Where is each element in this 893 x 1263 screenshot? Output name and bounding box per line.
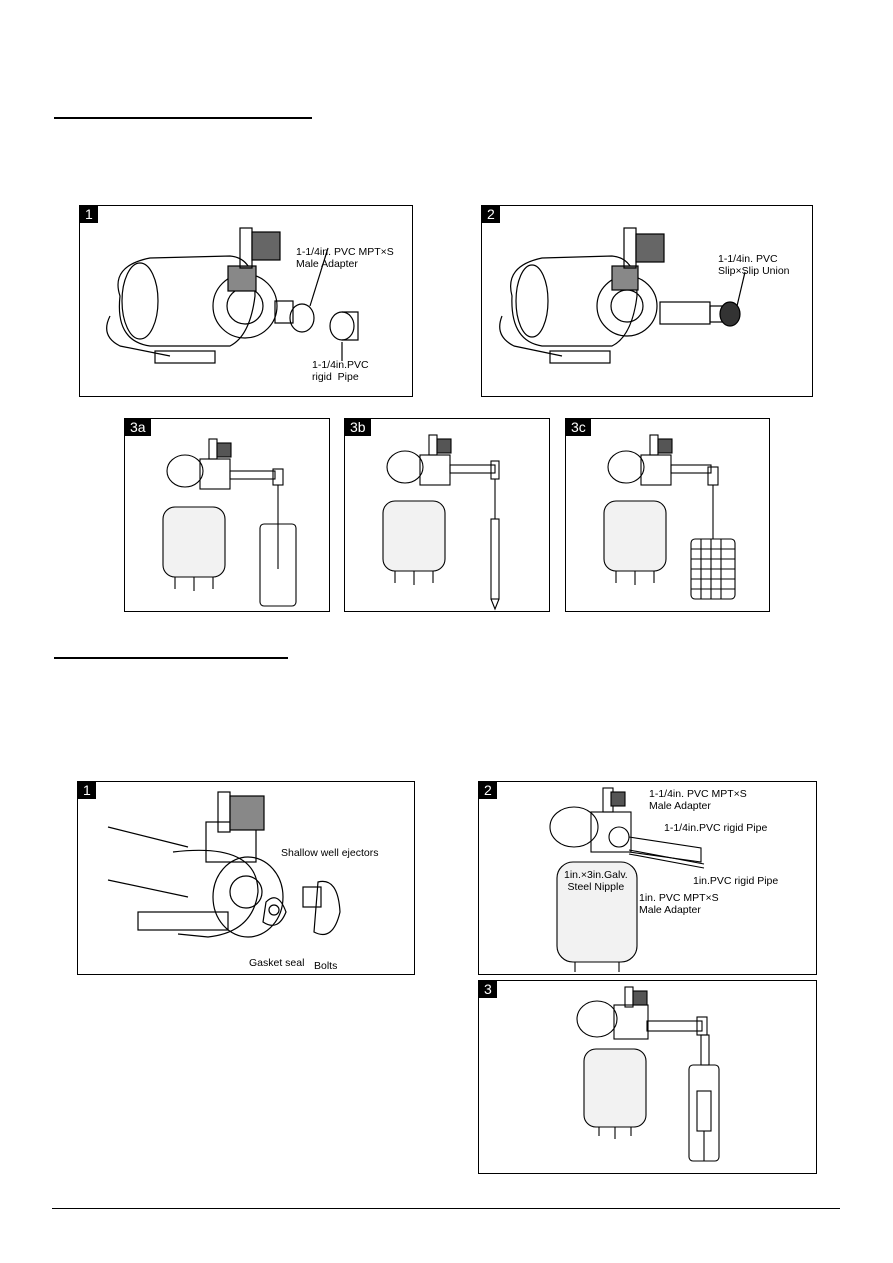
pump-tank-illustration (576, 986, 720, 1162)
pump-illustration (499, 227, 746, 364)
figure-badge: 3b (345, 419, 371, 436)
figure-badge: 1 (80, 206, 98, 223)
figure-badge: 3c (566, 419, 591, 436)
s1-figure-1: 1 1-1/4in. PVC MPT×S Male Adapter 1-1/4i… (79, 205, 413, 397)
pump-tank-illustration (162, 438, 297, 607)
s1-figure-2: 2 1-1/4in. PVC Slip×Slip Union (481, 205, 813, 397)
s1-figure-3c: 3c (565, 418, 770, 612)
s1-figure-3b: 3b (344, 418, 550, 612)
pump-tank-illustration (382, 434, 500, 611)
s2-figure-2: 2 1-1/4in. PVC MPT×S Male Adapter 1-1/4i… (478, 781, 817, 975)
s2-figure-1: 1 Shallow well ejectors Gasket seal Bolt… (77, 781, 415, 975)
figure-badge: 3a (125, 419, 151, 436)
label-pipe-small: 1in.PVC rigid Pipe (693, 875, 779, 887)
pump-illustration (106, 227, 359, 364)
figure-badge: 2 (482, 206, 500, 223)
label-gasket-seal: Gasket seal (249, 957, 305, 969)
label-pipe-large: 1-1/4in.PVC rigid Pipe (664, 822, 768, 834)
label-adapter-top: 1-1/4in. PVC MPT×S Male Adapter (649, 788, 747, 812)
pump-tank-illustration (603, 434, 736, 600)
figure-badge: 1 (78, 782, 96, 799)
s1-figure-3a: 3a (124, 418, 330, 612)
section2-heading-rule (54, 657, 288, 659)
section1-heading-rule (54, 117, 312, 119)
label-shallow-well-ejectors: Shallow well ejectors (281, 847, 379, 859)
footer-rule (52, 1208, 840, 1209)
figure-badge: 2 (479, 782, 497, 799)
s2-figure-3: 3 (478, 980, 817, 1174)
label-adapter-small: 1in. PVC MPT×S Male Adapter (639, 892, 719, 916)
label-male-adapter: 1-1/4in. PVC MPT×S Male Adapter (296, 246, 394, 270)
label-bolts: Bolts (314, 960, 338, 972)
label-nipple: 1in.×3in.Galv. Steel Nipple (564, 869, 628, 893)
ejector-illustration (107, 791, 341, 938)
label-slip-union: 1-1/4in. PVC Slip×Slip Union (718, 253, 790, 277)
label-rigid-pipe: 1-1/4in.PVC rigid Pipe (312, 359, 369, 383)
figure-badge: 3 (479, 981, 497, 998)
